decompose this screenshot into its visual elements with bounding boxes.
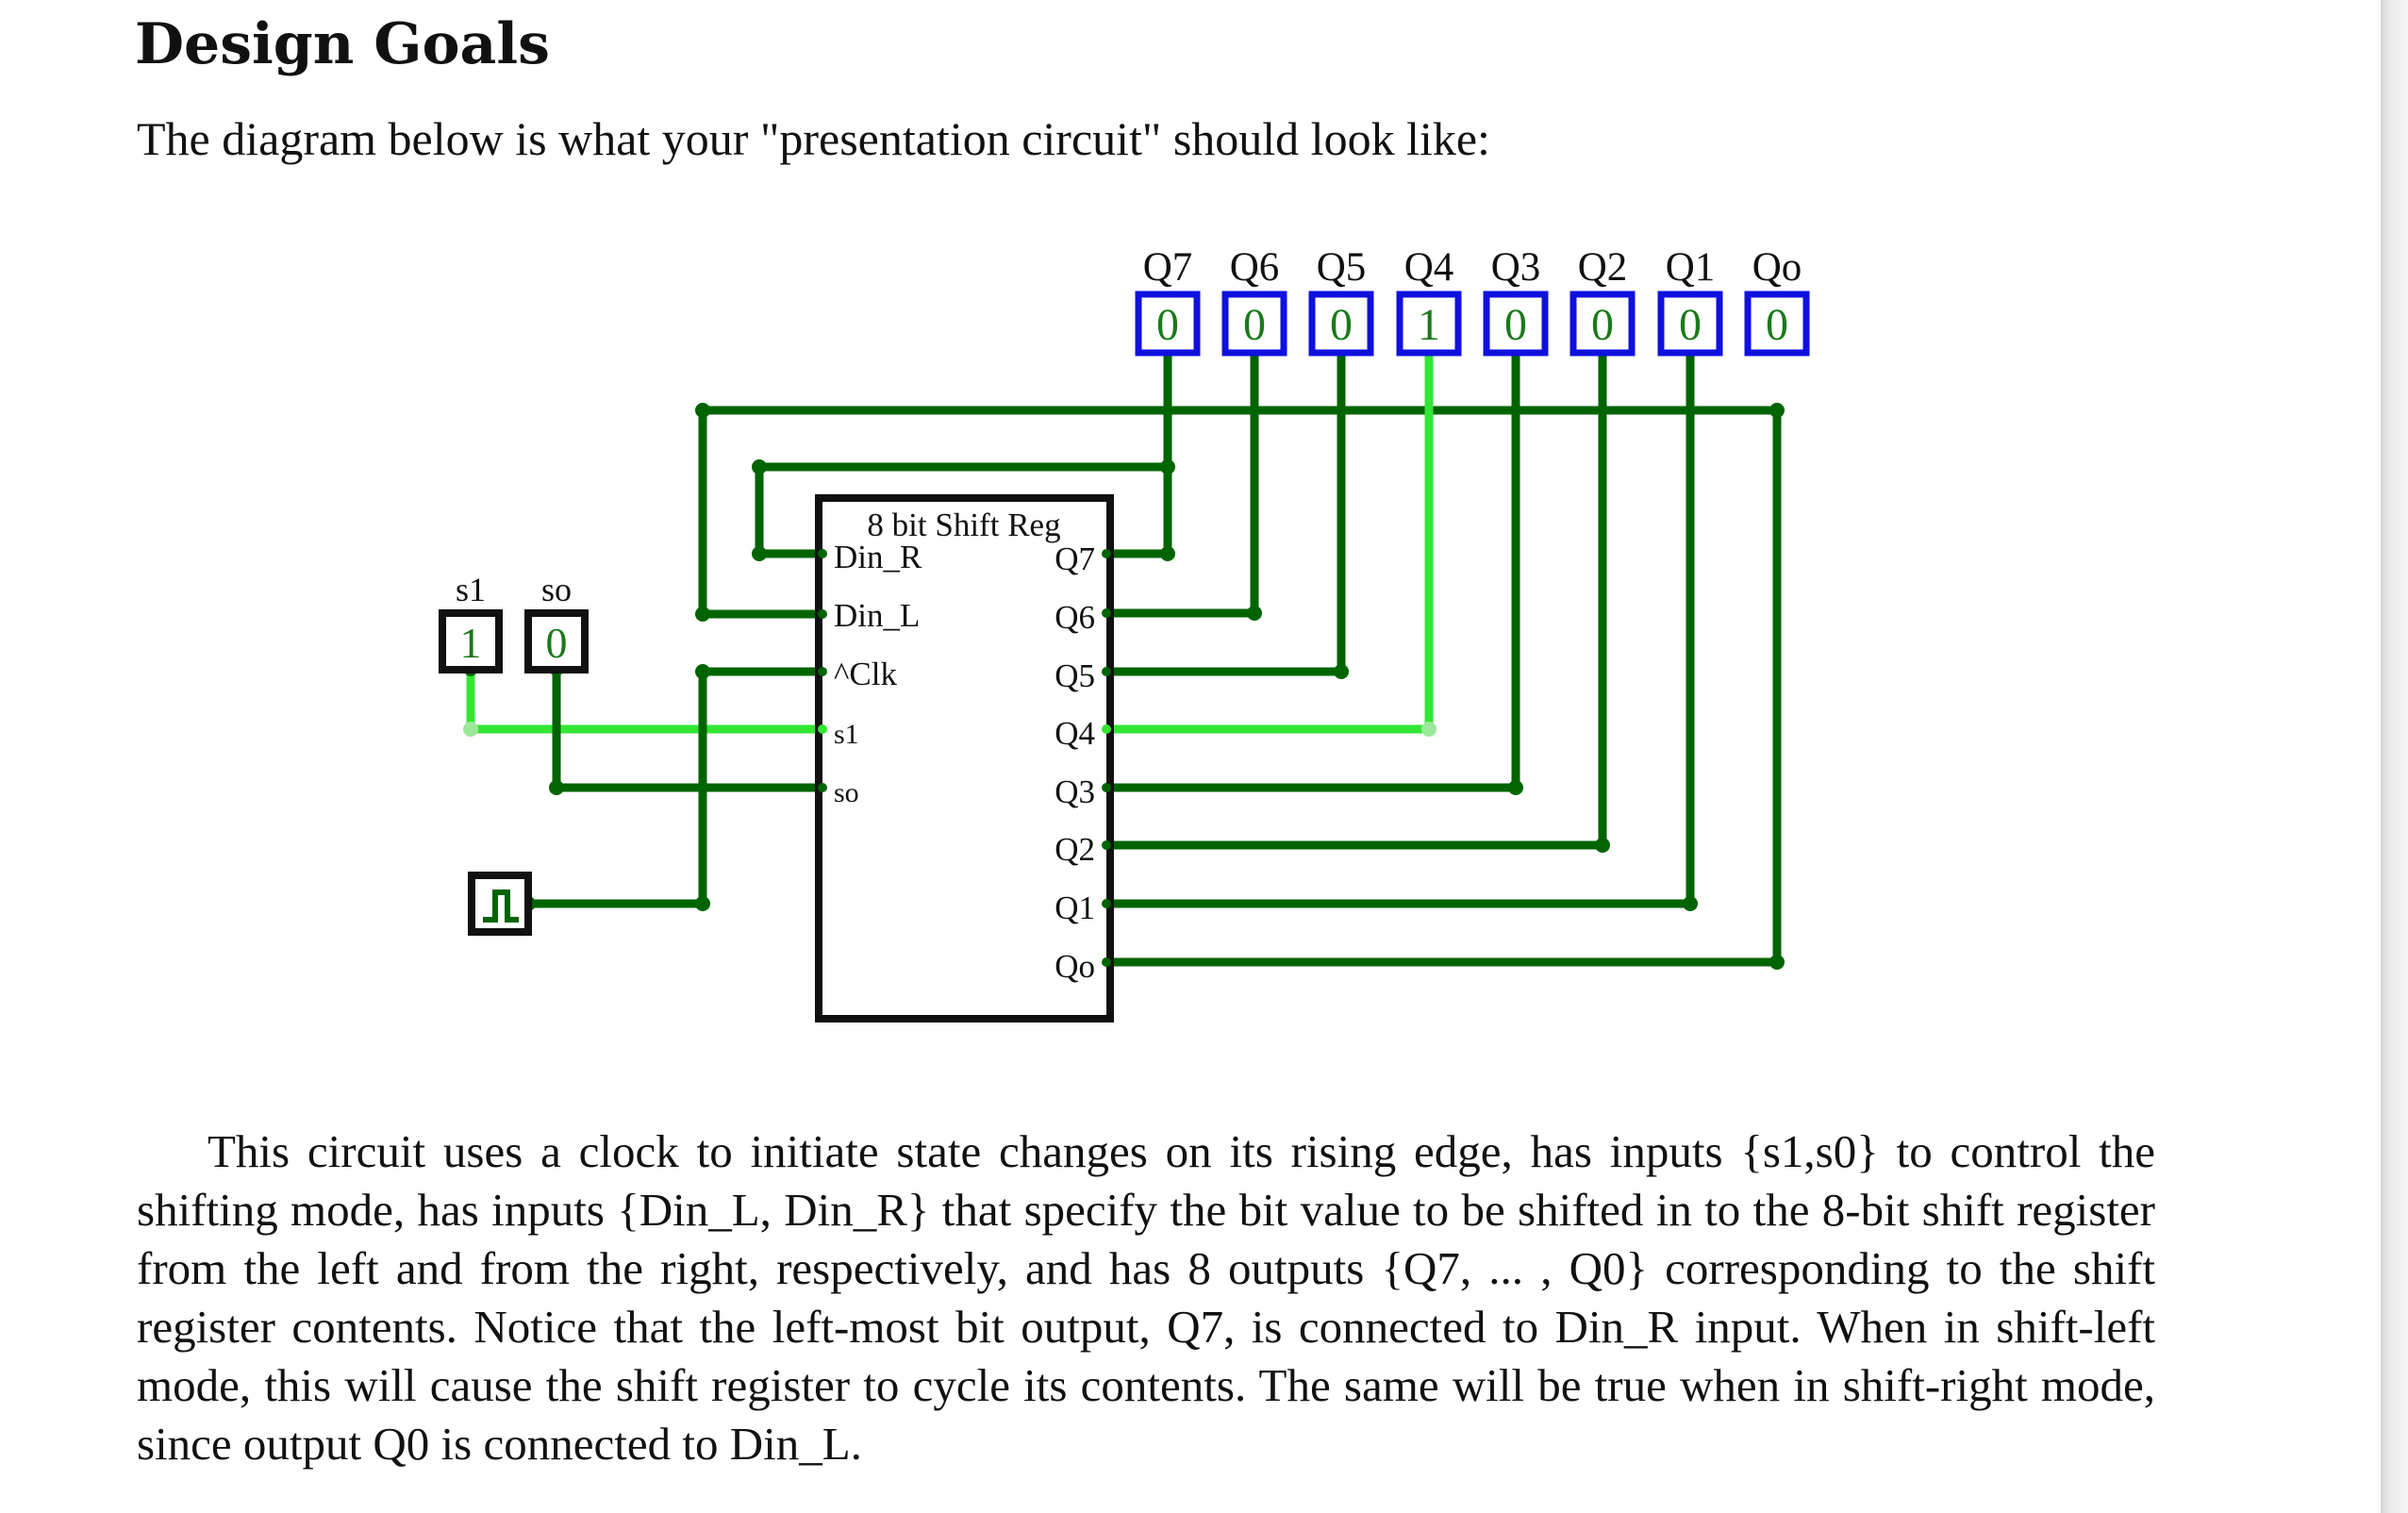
output-value-q0: 0 [1766, 300, 1788, 350]
output-probe-q1: Q1 0 [1657, 245, 1723, 357]
output-label-q7: Q7 [1143, 245, 1193, 290]
wire-junctions [463, 403, 1785, 970]
port-din-r: Din_R [834, 539, 922, 575]
output-value-q5: 0 [1330, 300, 1353, 350]
shift-register-title: 8 bit Shift Reg [867, 507, 1060, 543]
output-label-q5: Q5 [1317, 245, 1367, 290]
wire-q2 [1104, 349, 1607, 850]
port-s0: so [834, 777, 859, 808]
explanation-paragraph: This circuit uses a clock to initiate st… [137, 1125, 2155, 1470]
output-label-q6: Q6 [1230, 245, 1280, 290]
output-label-q0: Qo [1752, 245, 1802, 290]
output-probes: Q7 0 Q6 0 Q5 0 Q4 1 Q3 0 Q2 0 [1135, 245, 1810, 357]
output-probe-q0: Qo 0 [1744, 245, 1810, 357]
output-value-q3: 0 [1504, 300, 1527, 350]
output-label-q1: Q1 [1666, 245, 1716, 290]
port-din-l: Din_L [834, 597, 920, 634]
clock-source [468, 872, 532, 936]
wire-s1 [466, 665, 831, 734]
output-value-q4: 1 [1418, 300, 1440, 350]
wire-q5 [1104, 349, 1346, 676]
port-q0: Qo [1055, 948, 1095, 985]
output-label-q4: Q4 [1404, 245, 1454, 290]
port-q6: Q6 [1055, 599, 1095, 636]
output-probe-q4: Q4 1 [1396, 245, 1462, 357]
wires [466, 349, 1782, 967]
port-q4: Q4 [1055, 715, 1095, 752]
input-pin-s1: s1 1 [439, 571, 503, 673]
output-value-q6: 0 [1243, 300, 1266, 350]
output-label-q3: Q3 [1491, 245, 1541, 290]
intro-sentence: The diagram below is what your "presenta… [137, 112, 1490, 165]
section-heading: Design Goals [135, 11, 550, 77]
output-probe-q5: Q5 0 [1308, 245, 1374, 357]
wire-q6 [1104, 349, 1259, 618]
output-probe-q2: Q2 0 [1569, 245, 1636, 357]
port-q3: Q3 [1055, 773, 1095, 810]
port-q2: Q2 [1055, 831, 1095, 868]
output-value-q1: 0 [1679, 300, 1702, 350]
right-port-labels: Q7 Q6 Q5 Q4 Q3 Q2 Q1 Qo [1055, 540, 1095, 985]
input-pin-s0: so 0 [524, 571, 589, 673]
input-value-s0: 0 [546, 619, 568, 667]
input-value-s1: 1 [460, 619, 482, 667]
output-value-q7: 0 [1156, 300, 1179, 350]
port-q7: Q7 [1055, 540, 1095, 577]
shift-register: 8 bit Shift Reg Din_R Din_L ^Clk s1 so Q… [815, 494, 1114, 1023]
page-edge-shadow [2381, 0, 2408, 1513]
wire-clock [523, 667, 831, 908]
output-value-q2: 0 [1591, 300, 1614, 350]
output-probe-q3: Q3 0 [1483, 245, 1549, 357]
output-probe-q7: Q7 0 [1135, 245, 1201, 357]
port-s1: s1 [834, 719, 859, 750]
left-port-labels: Din_R Din_L ^Clk s1 so [834, 539, 922, 808]
port-q5: Q5 [1055, 657, 1095, 694]
port-clk: ^Clk [834, 656, 897, 692]
input-label-s1: s1 [456, 571, 486, 608]
clock-waveform-icon [483, 890, 519, 923]
port-q1: Q1 [1055, 890, 1095, 926]
input-label-s0: so [541, 571, 572, 608]
output-label-q2: Q2 [1578, 245, 1628, 290]
output-probe-q6: Q6 0 [1221, 245, 1287, 357]
input-pins: s1 1 so 0 [439, 571, 589, 673]
port-pins [818, 549, 1111, 967]
